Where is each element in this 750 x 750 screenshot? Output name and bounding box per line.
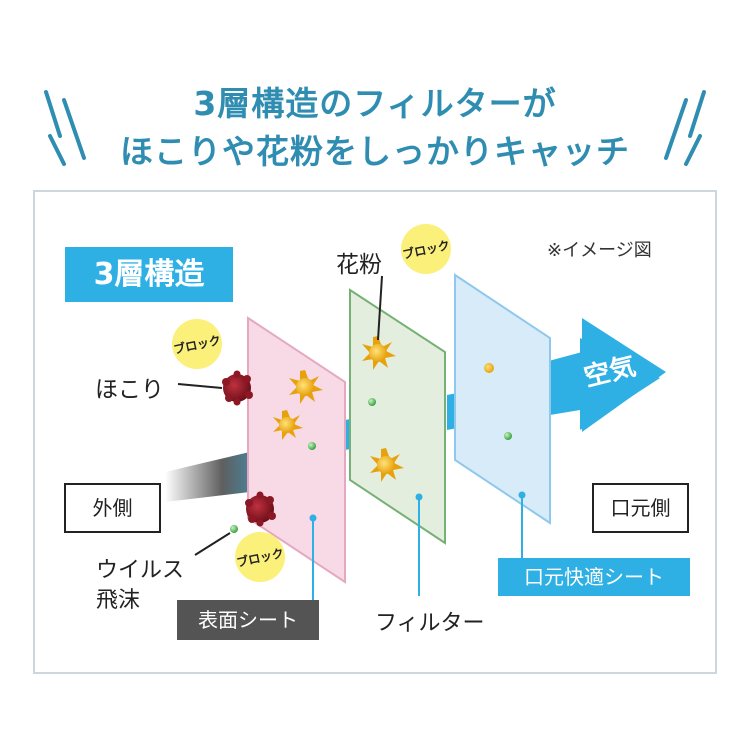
- virus-droplet: [230, 525, 238, 533]
- left-slash-decoration: [44, 90, 86, 166]
- three-layer-tag: 3層構造: [65, 247, 233, 302]
- virus-droplet: [308, 442, 316, 450]
- pollen-particle: [289, 370, 323, 404]
- pollen-particle: [273, 410, 303, 440]
- right-slash-decoration: [664, 90, 706, 166]
- block-badge: ブロック: [401, 224, 451, 274]
- dust-leader-line: [177, 383, 223, 389]
- dust-particle: [245, 491, 276, 527]
- pollen-leader-line: [377, 275, 383, 341]
- comfort-sheet-tag: 口元快適シート: [498, 558, 690, 596]
- filter-sheet-leader-dot: [415, 493, 423, 501]
- surface-sheet-leader-dot: [309, 514, 317, 522]
- virus-label-line-1: ウイルス: [96, 558, 185, 583]
- pollen-particle: [370, 448, 404, 482]
- block-badge: ブロック: [172, 319, 222, 369]
- mouth-side-label: 口元側: [592, 483, 689, 533]
- virus-leader-line: [194, 532, 231, 556]
- headline-line-2: ほこりや花粉をしっかりキャッチ: [120, 132, 630, 171]
- filter-sheet-label: フィルター: [375, 611, 485, 636]
- outside-label: 外側: [64, 483, 161, 533]
- virus-label: ウイルス 飛沫: [96, 556, 184, 616]
- image-note: ※イメージ図: [547, 240, 652, 261]
- virus-droplet: [368, 398, 376, 406]
- surface-sheet-tag: 表面シート: [177, 600, 319, 640]
- pollen-particle-small: [484, 363, 494, 373]
- comfort-sheet-leader-dot: [518, 491, 526, 499]
- comfort-sheet: [454, 273, 551, 525]
- pollen-particle: [362, 336, 396, 370]
- air-arrow: [545, 318, 666, 432]
- block-badge: ブロック: [235, 532, 285, 582]
- dust-particle: [222, 370, 253, 406]
- dust-label: ほこり: [95, 377, 164, 403]
- virus-label-line-2: 飛沫: [96, 588, 141, 613]
- filter-sheet: [349, 288, 446, 545]
- headline: 3層構造のフィルターが ほこりや花粉をしっかりキャッチ: [0, 80, 750, 176]
- pollen-label: 花粉: [336, 252, 382, 278]
- virus-droplet: [504, 432, 512, 440]
- headline-line-1: 3層構造のフィルターが: [193, 84, 557, 123]
